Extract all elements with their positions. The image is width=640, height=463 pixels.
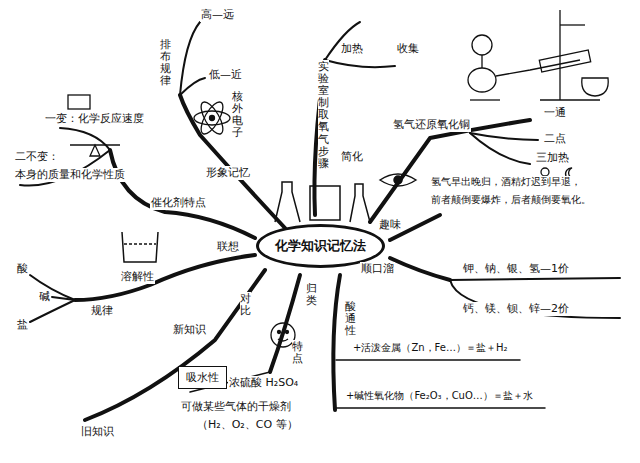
note-text: 二不变：: [14, 150, 60, 164]
branch: [60, 128, 110, 150]
branch: [52, 297, 75, 300]
note-text: 加热: [340, 42, 364, 56]
note-text: 碱: [38, 290, 51, 304]
branch: [450, 280, 620, 318]
branch: [390, 258, 450, 280]
text-box: 吸水性: [178, 366, 227, 389]
branch-label: 排布规律: [160, 38, 171, 88]
note-text: 溶解性: [120, 270, 155, 284]
note-text: 二点: [543, 132, 567, 146]
branch: [470, 133, 538, 140]
apparatus-illustration: [468, 10, 608, 100]
branch-label: 特点: [292, 340, 303, 366]
note-text: 三加热: [535, 151, 570, 165]
note-text: 新知识: [172, 323, 207, 337]
note-text: （H₂、O₂、CO 等）: [196, 418, 299, 432]
note-text: 低—近: [208, 68, 243, 82]
note-text: 本身的质量和化学性质: [14, 168, 126, 182]
branch: [450, 278, 620, 280]
flask-illustration: [275, 182, 370, 222]
note-text: 催化剂特点: [150, 196, 207, 210]
note-text: 钾、钠、银、氢—1价: [462, 262, 570, 276]
note-text: 高—远: [200, 8, 235, 22]
node-text: 吸水性: [186, 370, 219, 385]
note-text: 收集: [396, 42, 420, 56]
note-text: 盐: [16, 318, 29, 332]
branch-label: 核外电子: [232, 90, 243, 140]
branch-label: 实验室制取氧气步骤: [318, 60, 329, 171]
branch: [334, 407, 545, 409]
beaker-icon: [122, 232, 158, 262]
note-text: 一变：化学反应速度: [44, 112, 145, 126]
note-text: 钙、镁、钡、锌—2价: [462, 302, 570, 316]
note-text: 联想: [216, 240, 240, 254]
note-text: 浓硫酸 H₂SO₄: [228, 376, 299, 390]
note-text: +碱性氧化物（Fe₂O₃，CuO…）＝盐＋水: [345, 390, 534, 403]
branch-label: 酸通性: [345, 300, 356, 338]
note-text: 氢气还原氧化铜: [392, 118, 471, 132]
branch-label: 归类: [306, 282, 317, 308]
branches: [20, 22, 620, 420]
branch: [370, 120, 530, 222]
note-text: 氢气早出晚归，酒精灯迟到早退，: [430, 176, 582, 189]
note-text: 简化: [340, 150, 364, 164]
branch: [85, 270, 265, 420]
note-text: 酸: [16, 262, 29, 276]
note-text: 前者颠倒要爆炸，后者颠倒要氧化。: [430, 194, 592, 207]
branch: [180, 78, 205, 95]
branch: [110, 150, 255, 238]
branch: [336, 359, 520, 361]
branch: [333, 275, 340, 410]
branch-label: 对比: [240, 292, 251, 318]
branch: [180, 22, 200, 95]
note-text: +活泼金属（Zn，Fe…）＝盐＋H₂: [352, 342, 508, 355]
branch: [325, 60, 395, 67]
branch: [30, 300, 75, 322]
note-text: 规律: [90, 304, 114, 318]
note-text: 趣味: [378, 218, 402, 232]
branch: [75, 255, 255, 300]
note-text: 顺口溜: [360, 262, 395, 276]
eye-icon: [380, 174, 416, 186]
node-text: 化学知识记忆法: [275, 237, 366, 255]
branch: [470, 133, 530, 164]
note-text: 旧知识: [80, 425, 115, 439]
note-text: 形象记忆: [205, 166, 251, 180]
note-text: 一通: [543, 106, 567, 120]
note-text: 可做某些气体的干燥剂: [180, 400, 292, 414]
atom-icon: [194, 99, 230, 137]
branch: [30, 275, 75, 300]
